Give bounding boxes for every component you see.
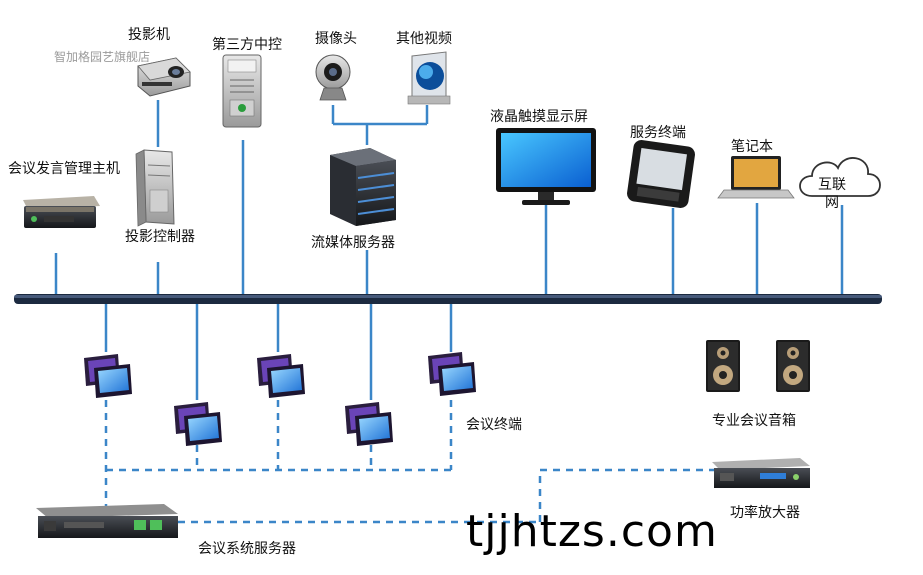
- label-meeting-host: 会议发言管理主机: [8, 161, 120, 177]
- speaker-icon: [706, 340, 740, 392]
- label-amplifier: 功率放大器: [730, 505, 800, 521]
- watermark-bottom: tjjhtzs.com: [466, 506, 718, 557]
- label-speakers: 专业会议音箱: [712, 413, 796, 429]
- label-laptop: 笔记本: [731, 139, 773, 155]
- central-control-icon: [222, 54, 262, 128]
- terminal-icon: [428, 352, 476, 396]
- upper-links: [54, 100, 844, 297]
- amplifier-icon: [712, 458, 810, 488]
- speaker-icon: [776, 340, 810, 392]
- lower-links: [104, 303, 453, 400]
- dashed-links: [104, 400, 720, 524]
- label-third-party: 第三方中控: [212, 37, 282, 53]
- projector-icon: [137, 57, 191, 97]
- cloud-icon: [799, 157, 881, 197]
- camera-icon: [315, 54, 351, 101]
- meeting-host-icon: [23, 196, 100, 228]
- label-lcd-touch: 液晶触摸显示屏: [490, 109, 588, 125]
- watermark-top: 智加格园艺旗舰店: [54, 50, 151, 64]
- system-server-icon: [36, 504, 178, 538]
- tablet-icon: [627, 140, 695, 208]
- projector-controller-icon: [135, 149, 175, 227]
- terminal-icon: [257, 354, 305, 398]
- laptop-icon: [717, 156, 795, 199]
- label-stream-server: 流媒体服务器: [311, 235, 395, 251]
- label-meeting-terminal: 会议终端: [466, 417, 522, 433]
- video-source-icon: [407, 51, 451, 105]
- label-projector: 投影机: [128, 27, 170, 43]
- terminal-icon: [345, 402, 393, 446]
- label-system-server: 会议系统服务器: [198, 541, 296, 557]
- label-other-video: 其他视频: [396, 31, 452, 47]
- label-internet: 互联网: [818, 177, 846, 211]
- label-camera: 摄像头: [315, 31, 357, 47]
- terminal-icon: [174, 402, 222, 446]
- stream-server-icon: [330, 148, 396, 226]
- terminal-icon: [84, 354, 132, 398]
- label-service-terminal: 服务终端: [630, 125, 686, 141]
- label-projector-controller: 投影控制器: [125, 229, 195, 245]
- terminal-group: [84, 352, 476, 446]
- lcd-monitor-icon: [496, 128, 596, 205]
